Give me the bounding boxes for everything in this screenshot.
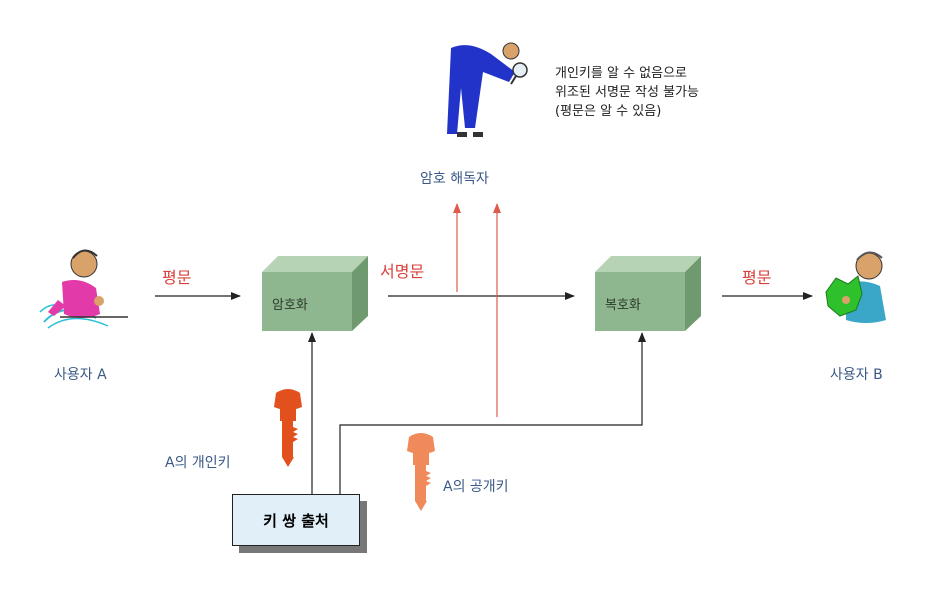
user-b-label: 사용자 B [830, 367, 883, 383]
public-key-icon [407, 433, 435, 511]
plaintext-label-right: 평문 [742, 268, 772, 287]
encrypt-box [262, 256, 368, 331]
plaintext-label-left: 평문 [162, 268, 192, 287]
decrypt-box [595, 256, 701, 331]
forgery-note: 개인키를 알 수 없음으로 위조된 서명문 작성 불가능 (평문은 알 수 있음… [555, 66, 699, 119]
key-pair-source-box: 키 쌍 출처 [232, 494, 360, 546]
private-key-label: A의 개인키 [165, 455, 231, 471]
signature-label: 서명문 [380, 262, 425, 281]
user-a-icon [39, 249, 128, 329]
cryptanalyst-icon [447, 42, 528, 137]
user-a-label: 사용자 A [54, 367, 107, 383]
key-pair-source-label: 키 쌍 출처 [263, 511, 329, 530]
cryptanalyst-label: 암호 해독자 [420, 171, 489, 187]
public-key-label: A의 공개키 [443, 479, 509, 495]
private-key-icon [274, 389, 302, 467]
decrypt-box-label: 복호화 [605, 298, 641, 313]
public-key-arrow [339, 332, 646, 494]
user-b-icon [825, 251, 886, 323]
encrypt-box-label: 암호화 [272, 298, 308, 313]
